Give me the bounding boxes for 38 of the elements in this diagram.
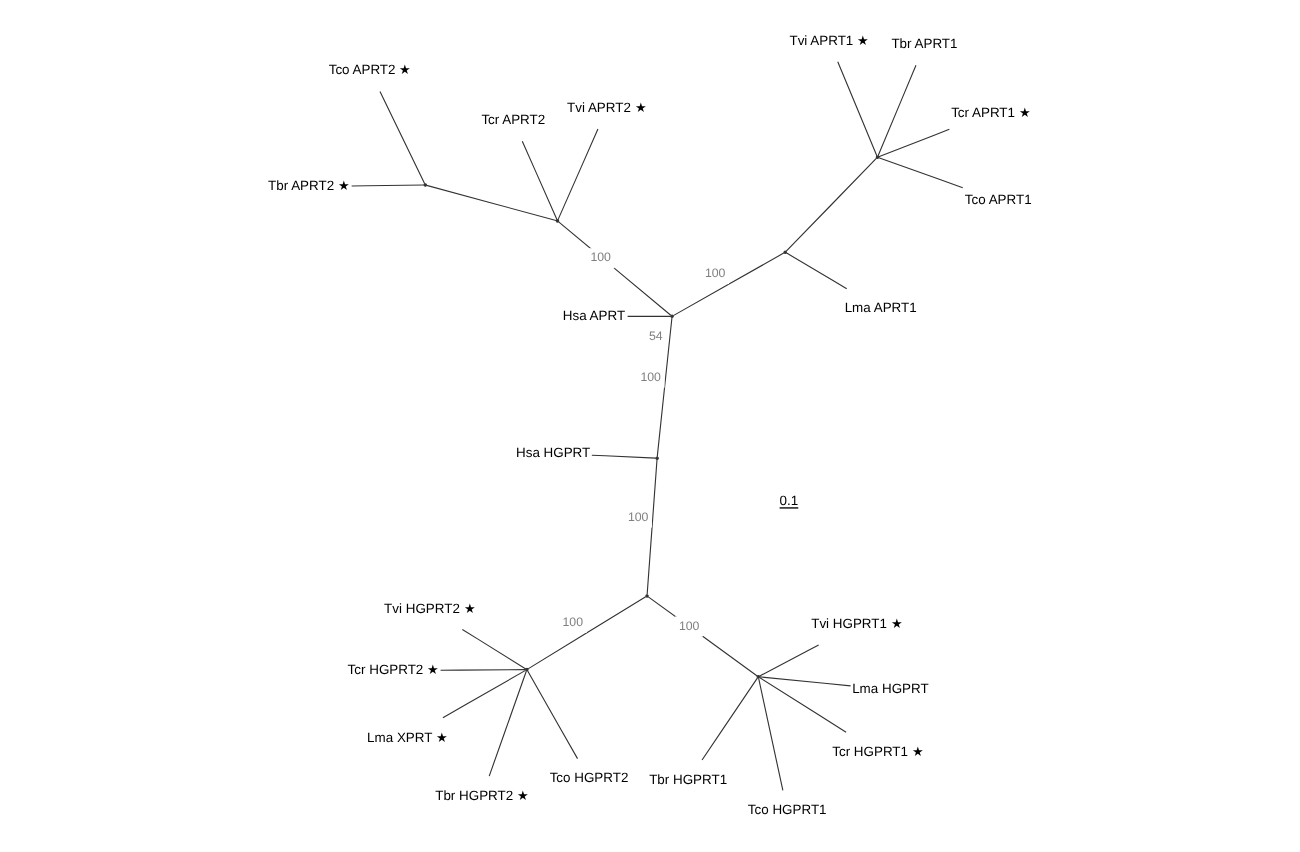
connector (759, 676, 852, 687)
connector (488, 670, 527, 777)
connector (646, 459, 658, 596)
connector (426, 184, 557, 222)
node-point (555, 219, 560, 223)
connector (656, 317, 673, 458)
connector (878, 157, 964, 189)
connector (527, 596, 647, 670)
node-point (783, 250, 787, 254)
connector (758, 677, 784, 791)
connector (521, 140, 558, 221)
node-point (423, 183, 428, 187)
connector (351, 184, 425, 187)
node-point (670, 314, 674, 319)
connector (442, 669, 527, 719)
node-point (655, 456, 659, 460)
connector (627, 315, 672, 317)
node-point (645, 594, 649, 598)
connector (759, 677, 847, 733)
connector (785, 252, 848, 290)
connector (527, 670, 579, 760)
connector (878, 128, 950, 158)
connector (785, 157, 878, 252)
connector (672, 252, 785, 317)
connector (758, 644, 820, 677)
connector (877, 64, 917, 157)
connector (701, 677, 759, 761)
connector (837, 61, 878, 157)
connector (379, 91, 426, 185)
node-point (875, 155, 880, 160)
connector (557, 128, 599, 221)
connector (461, 628, 527, 670)
node-point (756, 674, 761, 679)
connector (558, 221, 672, 316)
connector (591, 454, 657, 459)
node-point (525, 667, 529, 672)
connector (440, 669, 526, 671)
connector (647, 596, 758, 677)
